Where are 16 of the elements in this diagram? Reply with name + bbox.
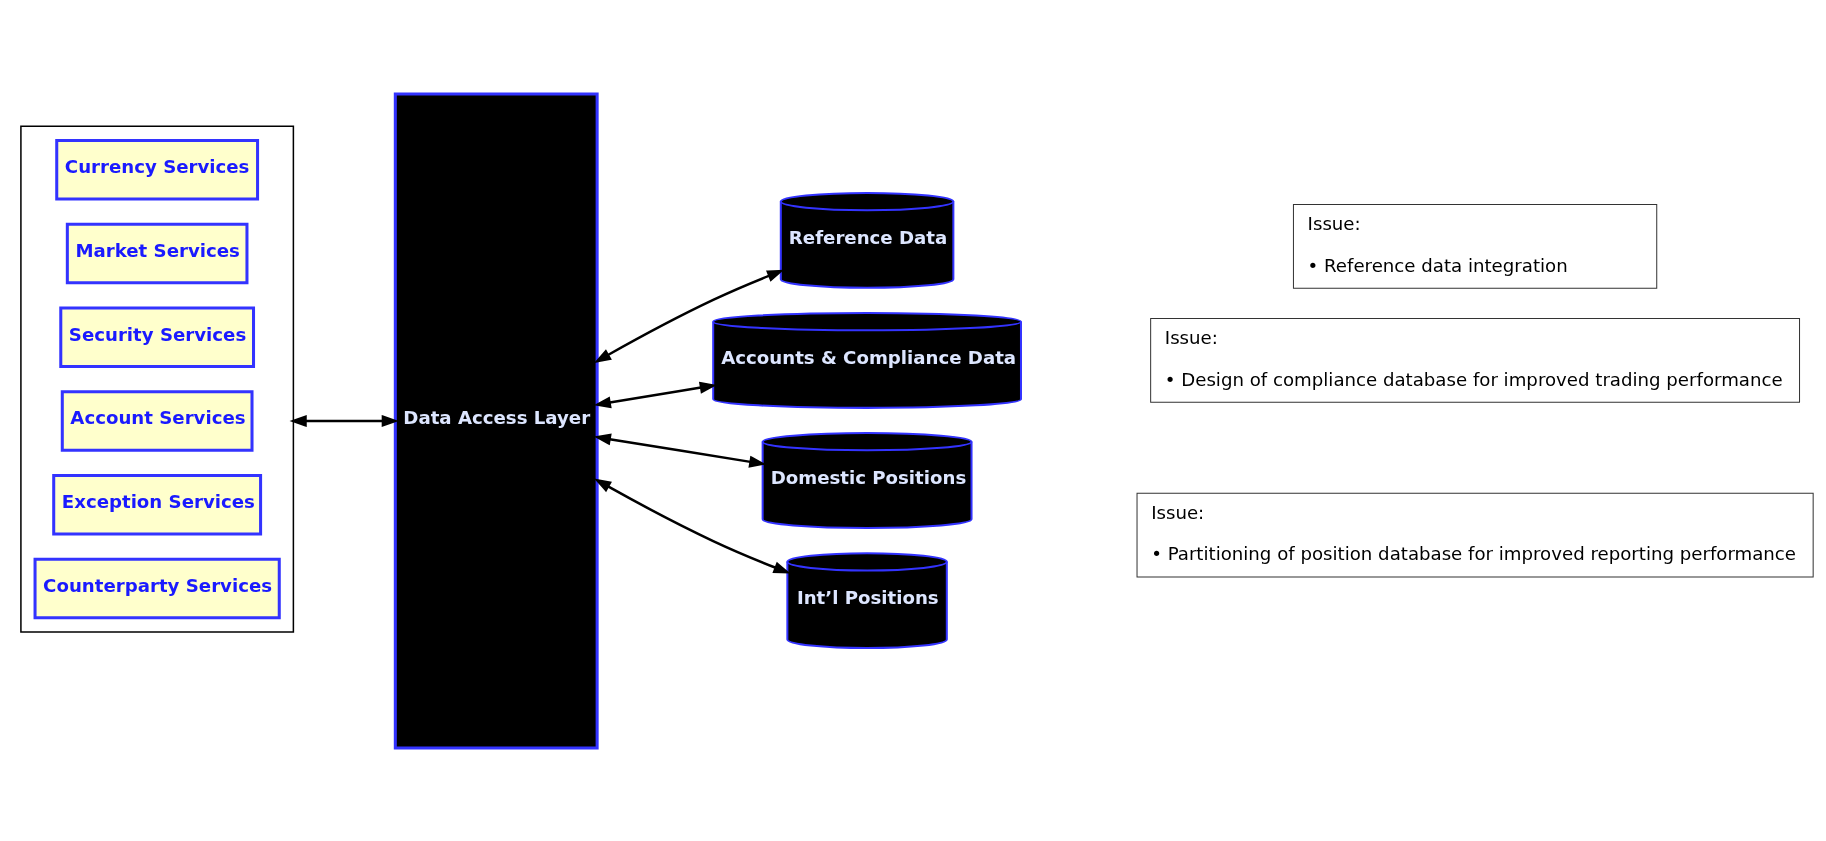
- node-box: Counterparty Services: [33, 557, 281, 619]
- arrow: [593, 381, 717, 408]
- node-box: Issue: • Partitioning of position database for improved reporting performance: [1136, 492, 1814, 577]
- node-box: Market Services: [65, 222, 249, 284]
- node-box: Data Access Layer: [393, 92, 599, 749]
- arrow: [594, 478, 791, 574]
- node-box: Account Services: [60, 389, 254, 452]
- arrow: [289, 414, 399, 427]
- node-box: Issue: • Reference data integration: [1292, 203, 1658, 289]
- arrow: [593, 432, 767, 468]
- cluster: [20, 125, 295, 633]
- arrow: [594, 269, 785, 363]
- node-box: Currency Services: [55, 138, 260, 200]
- node-box: Security Services: [59, 305, 256, 368]
- node-box: Issue: • Design of compliance database for improved trading performance: [1150, 317, 1801, 403]
- node-box: Exception Services: [52, 473, 263, 536]
